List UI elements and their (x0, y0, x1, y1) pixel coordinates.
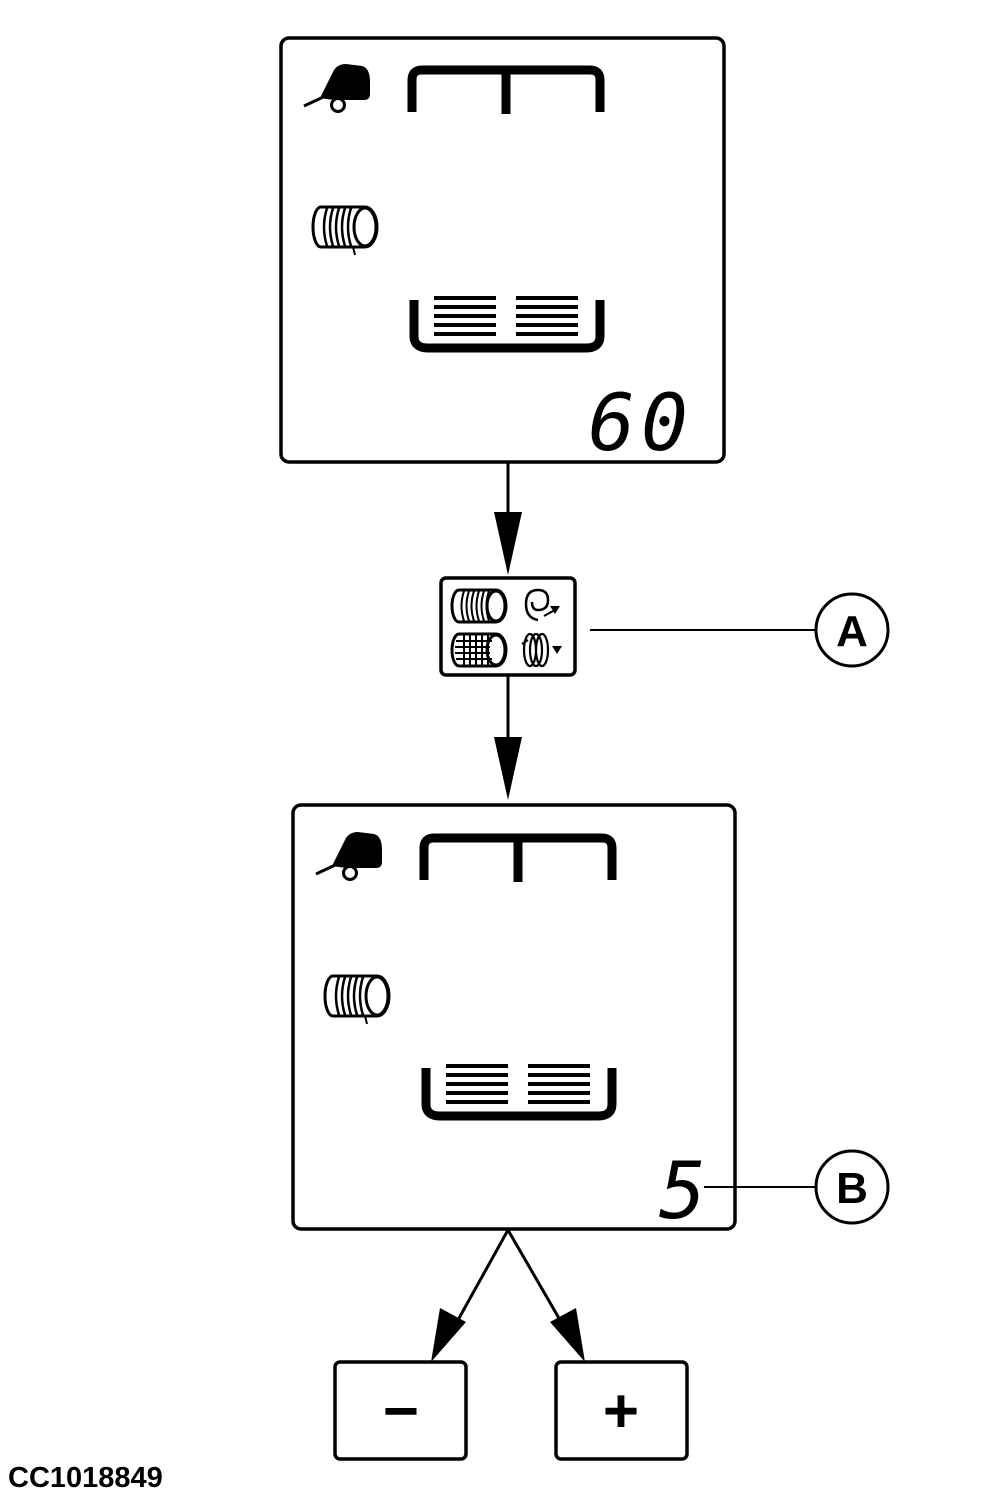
twine-wrap-icon (524, 588, 560, 622)
bottom-readout: 5 (659, 1147, 706, 1237)
minus-button[interactable]: − (333, 1360, 468, 1461)
callout-a: A (590, 592, 890, 668)
arrow-selector-to-bottom (494, 675, 522, 800)
twine-bale-icon (450, 588, 508, 624)
bale-icon (323, 974, 391, 1026)
plus-button[interactable]: + (554, 1360, 689, 1461)
net-bale-icon (450, 632, 508, 668)
bale-icon (311, 205, 379, 257)
wrap-mode-button[interactable] (439, 576, 577, 677)
arrow-to-minus (431, 1229, 510, 1362)
plus-label: + (603, 1377, 639, 1446)
figure-code: CC1018849 (8, 1462, 163, 1494)
arrow-top-to-selector (494, 462, 522, 575)
callout-b-label: B (836, 1164, 868, 1213)
screen-bottom: 5 (291, 803, 737, 1237)
screen-top: 60 (279, 36, 726, 469)
callout-a-label: A (836, 607, 868, 656)
minus-label: − (383, 1377, 419, 1446)
net-wrap-icon (521, 632, 562, 668)
callout-b: B (704, 1149, 890, 1225)
top-readout: 60 (588, 379, 694, 469)
arrow-to-plus (506, 1229, 585, 1362)
